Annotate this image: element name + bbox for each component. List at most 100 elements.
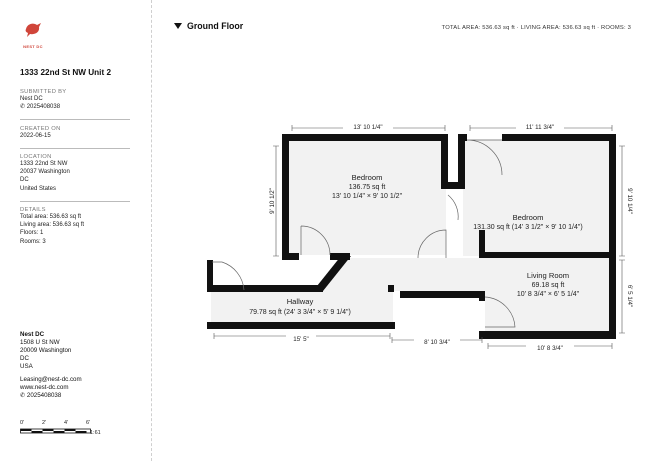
room-labels: Bedroom 136.75 sq ft 13' 10 1/4" × 9' 10…	[249, 173, 583, 316]
door-swing	[447, 194, 459, 221]
contact-line: DC	[20, 355, 29, 362]
brand-logo: NEST DC	[20, 20, 46, 49]
location-line: 20037 Washington	[20, 169, 70, 176]
dim-bottom-mid: 8' 10 3/4"	[424, 339, 450, 346]
dim-top-left: 13' 10 1/4"	[353, 124, 382, 131]
dim-right-top: 9' 10 1/4"	[626, 188, 633, 214]
bedroom-1-area: 136.75 sq ft	[349, 184, 386, 191]
door-swing	[484, 296, 516, 328]
wall	[458, 134, 467, 141]
collapse-triangle-icon	[174, 23, 182, 29]
corridor-floor	[320, 258, 485, 291]
bedroom-2-floor	[463, 140, 610, 256]
hallway-name: Hallway	[287, 297, 314, 306]
floor-title-text: Ground Floor	[187, 21, 244, 31]
info-sidebar: NEST DC 1333 22nd St NW Unit 2 SUBMITTED…	[0, 0, 152, 461]
details-line: Living area: 536.63 sq ft	[20, 222, 85, 229]
wall	[609, 134, 616, 339]
details-line: Rooms: 3	[20, 238, 46, 245]
bedroom-1-floor	[287, 140, 446, 255]
wall	[282, 253, 299, 260]
submitted-by-name: Nest DC	[20, 96, 43, 102]
hallway-floor	[211, 291, 393, 326]
living-room-name: Living Room	[527, 271, 569, 280]
wall-diagonal	[313, 256, 351, 291]
dim-bottom-hall: 15' 5"	[293, 336, 308, 343]
scale-label: 6'	[86, 420, 91, 426]
details-line: Floors: 1	[20, 230, 44, 237]
submitted-by-section: SUBMITTED BY Nest DC ✆ 2025408038	[20, 89, 130, 111]
bird-icon	[25, 23, 41, 37]
divider	[20, 148, 130, 149]
label-bg	[414, 337, 460, 346]
scale-bar: 0' 2' 4' 6' 1:61	[20, 420, 120, 440]
contact-phone: ✆ 2025408038	[20, 392, 140, 400]
details-title: DETAILS	[20, 207, 46, 213]
dimension-labels: 13' 10 1/4" 11' 11 3/4" 9' 10 1/2" 9' 10…	[269, 121, 633, 352]
phone-icon: ✆	[20, 392, 27, 399]
bedroom-2-name: Bedroom	[513, 213, 544, 222]
dimension-line	[273, 145, 279, 257]
scale-label: 0'	[20, 420, 25, 426]
location-line: 1333 22nd St NW	[20, 161, 68, 167]
living-room-dims: 10' 8 3/4" × 6' 5 1/4"	[517, 291, 580, 298]
living-room-area: 69.18 sq ft	[532, 282, 565, 289]
wall	[441, 134, 448, 189]
door-swing	[417, 229, 447, 259]
hallway-area-dims: 79.78 sq ft (24' 3 3/4" × 5' 9 1/4")	[249, 309, 351, 316]
contact-line: 20009 Washington	[20, 347, 72, 354]
label-bg	[286, 333, 316, 342]
wall	[479, 230, 485, 258]
created-section: CREATED ON 2022-06-15	[20, 126, 130, 140]
wall	[479, 252, 616, 258]
submitted-by-phone-value: 2025408038	[26, 104, 61, 111]
brand-name: NEST DC	[23, 44, 43, 49]
wall	[282, 134, 447, 141]
scale-graphic	[20, 428, 91, 434]
location-line: United States	[20, 185, 57, 192]
contact-email[interactable]: Leasing@nest-dc.com	[20, 376, 82, 383]
divider	[20, 201, 130, 202]
floor-title[interactable]: Ground Floor	[174, 21, 243, 31]
location-title: LOCATION	[20, 154, 52, 160]
wall	[479, 331, 616, 339]
door-swing	[466, 139, 503, 176]
living-room-floor	[485, 258, 609, 332]
location-line: DC	[20, 177, 29, 184]
dim-bottom-living: 10' 8 3/4"	[537, 345, 563, 352]
scale-label: 4'	[64, 420, 69, 426]
doors	[212, 139, 516, 328]
wall	[207, 285, 323, 292]
dimension-line	[619, 145, 625, 257]
label-bg	[343, 121, 393, 130]
door-swing	[212, 261, 245, 291]
contact-website[interactable]: www.nest-dc.com	[20, 384, 69, 391]
dimension-line	[619, 259, 625, 334]
contact-line: USA	[20, 363, 33, 370]
bedroom-2-area-dims: 131.30 sq ft (14' 3 1/2" × 9' 10 1/4")	[473, 224, 582, 231]
divider	[20, 119, 130, 120]
details-section: DETAILS Total area: 536.63 sq ft Living …	[20, 207, 130, 246]
wall	[207, 322, 395, 329]
floor-totals: TOTAL AREA: 536.63 sq ft · LIVING AREA: …	[441, 25, 631, 31]
wall	[388, 285, 394, 292]
location-section: LOCATION 1333 22nd St NW 20037 Washingto…	[20, 154, 130, 193]
label-bg	[526, 343, 574, 352]
bedroom-1-name: Bedroom	[352, 173, 383, 182]
wall	[458, 134, 465, 189]
wall	[282, 134, 289, 260]
contact-name: Nest DC	[20, 331, 45, 338]
wall	[207, 260, 213, 292]
label-bg	[516, 121, 564, 130]
bedroom-1-dims: 13' 10 1/4" × 9' 10 1/2"	[332, 193, 403, 200]
contact-phone-value: 2025408038	[26, 392, 62, 399]
scale-ratio: 1:61	[90, 430, 101, 436]
room-fills	[211, 140, 610, 332]
scale-label: 2'	[42, 420, 47, 426]
wall	[400, 291, 485, 298]
walls	[207, 134, 616, 339]
door-swing	[300, 225, 331, 256]
contact-block: Nest DC 1508 U St NW 20009 Washington DC…	[20, 331, 140, 400]
submitted-by-phone: ✆ 2025408038	[20, 103, 130, 111]
submitted-by-title: SUBMITTED BY	[20, 89, 67, 95]
